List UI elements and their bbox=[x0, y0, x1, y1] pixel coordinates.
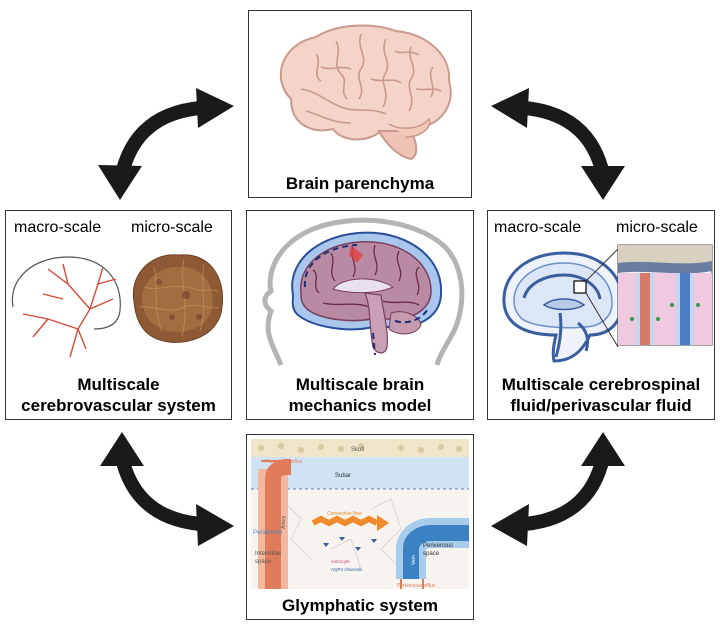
label-perivenous: Perivenous bbox=[423, 543, 453, 549]
head-sagittal-model bbox=[262, 217, 465, 366]
glymphatic-caption: Glymphatic system bbox=[282, 596, 438, 615]
label-artery: Artery bbox=[281, 515, 287, 529]
cerebrovascular-caption-line1: Multiscale bbox=[77, 375, 160, 394]
arrow-bottom-left bbox=[100, 432, 234, 546]
glymphatic-panel: Skull Periarterial influx Subar Artery P… bbox=[246, 434, 474, 620]
brain-parenchyma-caption: Brain parenchyma bbox=[285, 174, 435, 193]
micro-vessel-network bbox=[132, 254, 224, 343]
label-convective-flow: Convective flow bbox=[327, 511, 362, 517]
right-micro-scale-label: micro-scale bbox=[616, 219, 698, 236]
cerebrovascular-caption-line2: cerebrovascular system bbox=[21, 396, 216, 415]
arrow-top-right bbox=[491, 88, 625, 200]
csf-perivascular-panel: macro-scale micro-scale Multiscale cereb… bbox=[487, 210, 715, 420]
brain-mechanics-panel: Multiscale brain mechanics model bbox=[246, 210, 474, 420]
label-aqp4: AQP4 channels bbox=[331, 567, 363, 572]
csf-caption-line1: Multiscale cerebrospinal bbox=[501, 375, 701, 394]
csf-caption-line2: fluid/perivascular fluid bbox=[510, 396, 692, 415]
label-perivenous-efflux: Perivenous efflux bbox=[397, 583, 436, 589]
brain-mechanics-caption-line2: mechanics model bbox=[288, 396, 432, 415]
label-skull: Skull bbox=[351, 447, 364, 453]
right-macro-scale-label: macro-scale bbox=[494, 219, 582, 236]
label-vein: Vein bbox=[411, 555, 417, 565]
left-micro-scale-label: micro-scale bbox=[131, 219, 213, 236]
brain-illustration bbox=[279, 24, 452, 161]
cerebrovascular-panel: macro-scale micro-scale Multiscale bbox=[5, 210, 232, 420]
macro-vessel-tree bbox=[11, 256, 121, 358]
left-macro-scale-label: macro-scale bbox=[14, 219, 102, 236]
brain-parenchyma-panel: Brain parenchyma bbox=[248, 10, 472, 198]
label-astrocyte: Astrocyte bbox=[331, 559, 350, 564]
arrow-bottom-right bbox=[491, 432, 625, 546]
label-periarterial-influx: Periarterial influx bbox=[265, 459, 303, 465]
arrow-top-left bbox=[98, 88, 234, 200]
label-subarachnoid: Subar bbox=[335, 473, 351, 479]
csf-micro-illustration bbox=[617, 244, 713, 346]
label-periarterial: Periarterial bbox=[253, 530, 282, 536]
label-interstitial: Interstitial bbox=[255, 551, 281, 557]
glymphatic-labels: Skull Periarterial influx Subar Artery P… bbox=[253, 447, 453, 589]
glymphatic-illustration bbox=[251, 439, 469, 589]
label-interstitial-space: space bbox=[255, 559, 272, 565]
brain-mechanics-caption-line1: Multiscale brain bbox=[295, 375, 425, 394]
label-perivenous-space: space bbox=[423, 551, 440, 557]
csf-macro-illustration bbox=[502, 248, 624, 363]
